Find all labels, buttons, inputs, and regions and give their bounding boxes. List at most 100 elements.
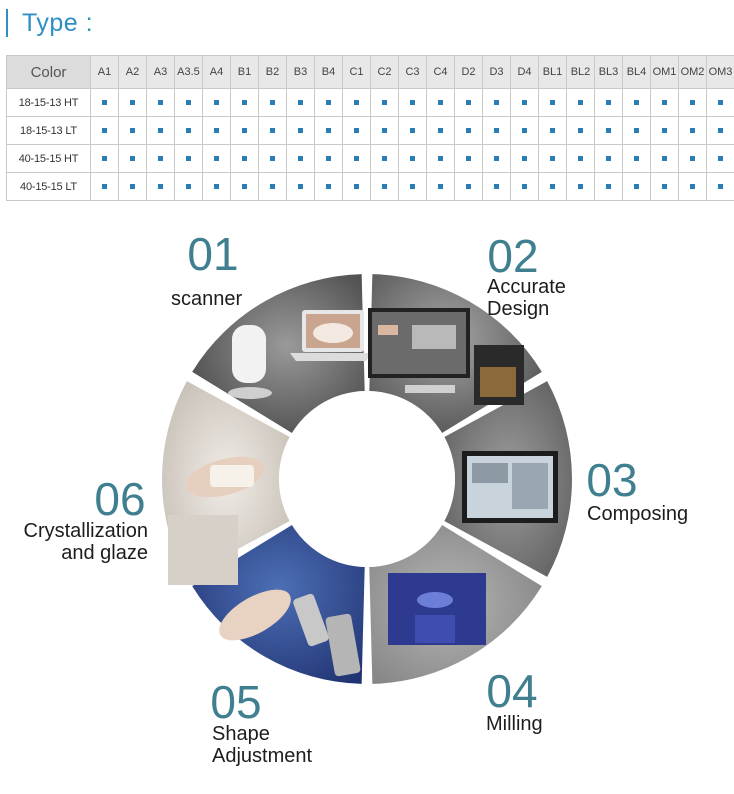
availability-cell: [566, 144, 595, 173]
availability-cell: [510, 172, 539, 201]
availability-cell: [706, 116, 734, 145]
available-dot-icon: [130, 128, 135, 134]
shade-header-a3: A3: [146, 55, 175, 89]
availability-cell: [202, 172, 231, 201]
availability-cell: [650, 172, 679, 201]
row-label: 40-15-15 HT: [6, 144, 91, 173]
availability-cell: [118, 88, 147, 117]
availability-cell: [258, 144, 287, 173]
available-dot-icon: [186, 128, 191, 134]
shade-header-b3: B3: [286, 55, 315, 89]
availability-cell: [482, 116, 511, 145]
available-dot-icon: [578, 128, 583, 134]
available-dot-icon: [494, 184, 499, 190]
availability-cell: [426, 144, 455, 173]
availability-cell: [566, 88, 595, 117]
availability-cell: [286, 172, 315, 201]
available-dot-icon: [298, 184, 303, 190]
availability-cell: [454, 88, 483, 117]
availability-cell: [482, 172, 511, 201]
available-dot-icon: [578, 100, 583, 106]
available-dot-icon: [522, 184, 527, 190]
available-dot-icon: [326, 128, 331, 134]
step-number: 04: [486, 665, 537, 717]
row-label: 18-15-13 HT: [6, 88, 91, 117]
available-dot-icon: [158, 100, 163, 106]
availability-cell: [342, 144, 371, 173]
availability-cell: [650, 88, 679, 117]
available-dot-icon: [522, 100, 527, 106]
available-dot-icon: [494, 156, 499, 162]
available-dot-icon: [690, 128, 695, 134]
section-header: Type :: [6, 6, 93, 40]
available-dot-icon: [466, 128, 471, 134]
available-dot-icon: [186, 184, 191, 190]
availability-cell: [314, 88, 343, 117]
availability-cell: [538, 172, 567, 201]
shape-illustration: [219, 589, 361, 677]
available-dot-icon: [214, 156, 219, 162]
table-row: 40-15-15 HT: [6, 144, 734, 173]
available-dot-icon: [102, 156, 107, 162]
available-dot-icon: [466, 184, 471, 190]
available-dot-icon: [578, 156, 583, 162]
availability-cell: [370, 116, 399, 145]
availability-cell: [314, 116, 343, 145]
availability-cell: [426, 116, 455, 145]
available-dot-icon: [718, 100, 723, 106]
availability-cell: [174, 172, 203, 201]
availability-cell: [90, 172, 119, 201]
shade-header-c4: C4: [426, 55, 455, 89]
availability-cell: [398, 116, 427, 145]
design-illustration: [368, 308, 524, 405]
available-dot-icon: [270, 100, 275, 106]
available-dot-icon: [494, 100, 499, 106]
glaze-illustration: [168, 456, 264, 585]
available-dot-icon: [102, 128, 107, 134]
availability-cell: [594, 172, 623, 201]
available-dot-icon: [410, 128, 415, 134]
shade-header-d4: D4: [510, 55, 539, 89]
availability-cell: [510, 88, 539, 117]
available-dot-icon: [270, 184, 275, 190]
available-dot-icon: [550, 184, 555, 190]
shade-header-om1: OM1: [650, 55, 679, 89]
availability-cell: [174, 88, 203, 117]
available-dot-icon: [634, 128, 639, 134]
availability-cell: [202, 144, 231, 173]
availability-cell: [594, 88, 623, 117]
availability-cell: [566, 116, 595, 145]
availability-cell: [202, 88, 231, 117]
shade-header-b2: B2: [258, 55, 287, 89]
availability-cell: [174, 144, 203, 173]
available-dot-icon: [382, 128, 387, 134]
available-dot-icon: [242, 128, 247, 134]
available-dot-icon: [130, 156, 135, 162]
availability-cell: [258, 172, 287, 201]
shade-header-bl3: BL3: [594, 55, 623, 89]
shade-header-d2: D2: [454, 55, 483, 89]
availability-cell: [594, 144, 623, 173]
availability-cell: [118, 172, 147, 201]
available-dot-icon: [690, 156, 695, 162]
availability-cell: [650, 116, 679, 145]
step-number: 03: [586, 454, 637, 506]
step-number: 01: [187, 228, 238, 280]
step-number: 02: [487, 230, 538, 282]
available-dot-icon: [606, 128, 611, 134]
shade-header-bl4: BL4: [622, 55, 651, 89]
availability-cell: [706, 172, 734, 201]
shade-header-b1: B1: [230, 55, 259, 89]
milling-illustration: [388, 573, 486, 645]
available-dot-icon: [270, 156, 275, 162]
availability-cell: [678, 172, 707, 201]
available-dot-icon: [438, 128, 443, 134]
available-dot-icon: [186, 156, 191, 162]
available-dot-icon: [634, 184, 639, 190]
available-dot-icon: [326, 184, 331, 190]
availability-cell: [314, 144, 343, 173]
